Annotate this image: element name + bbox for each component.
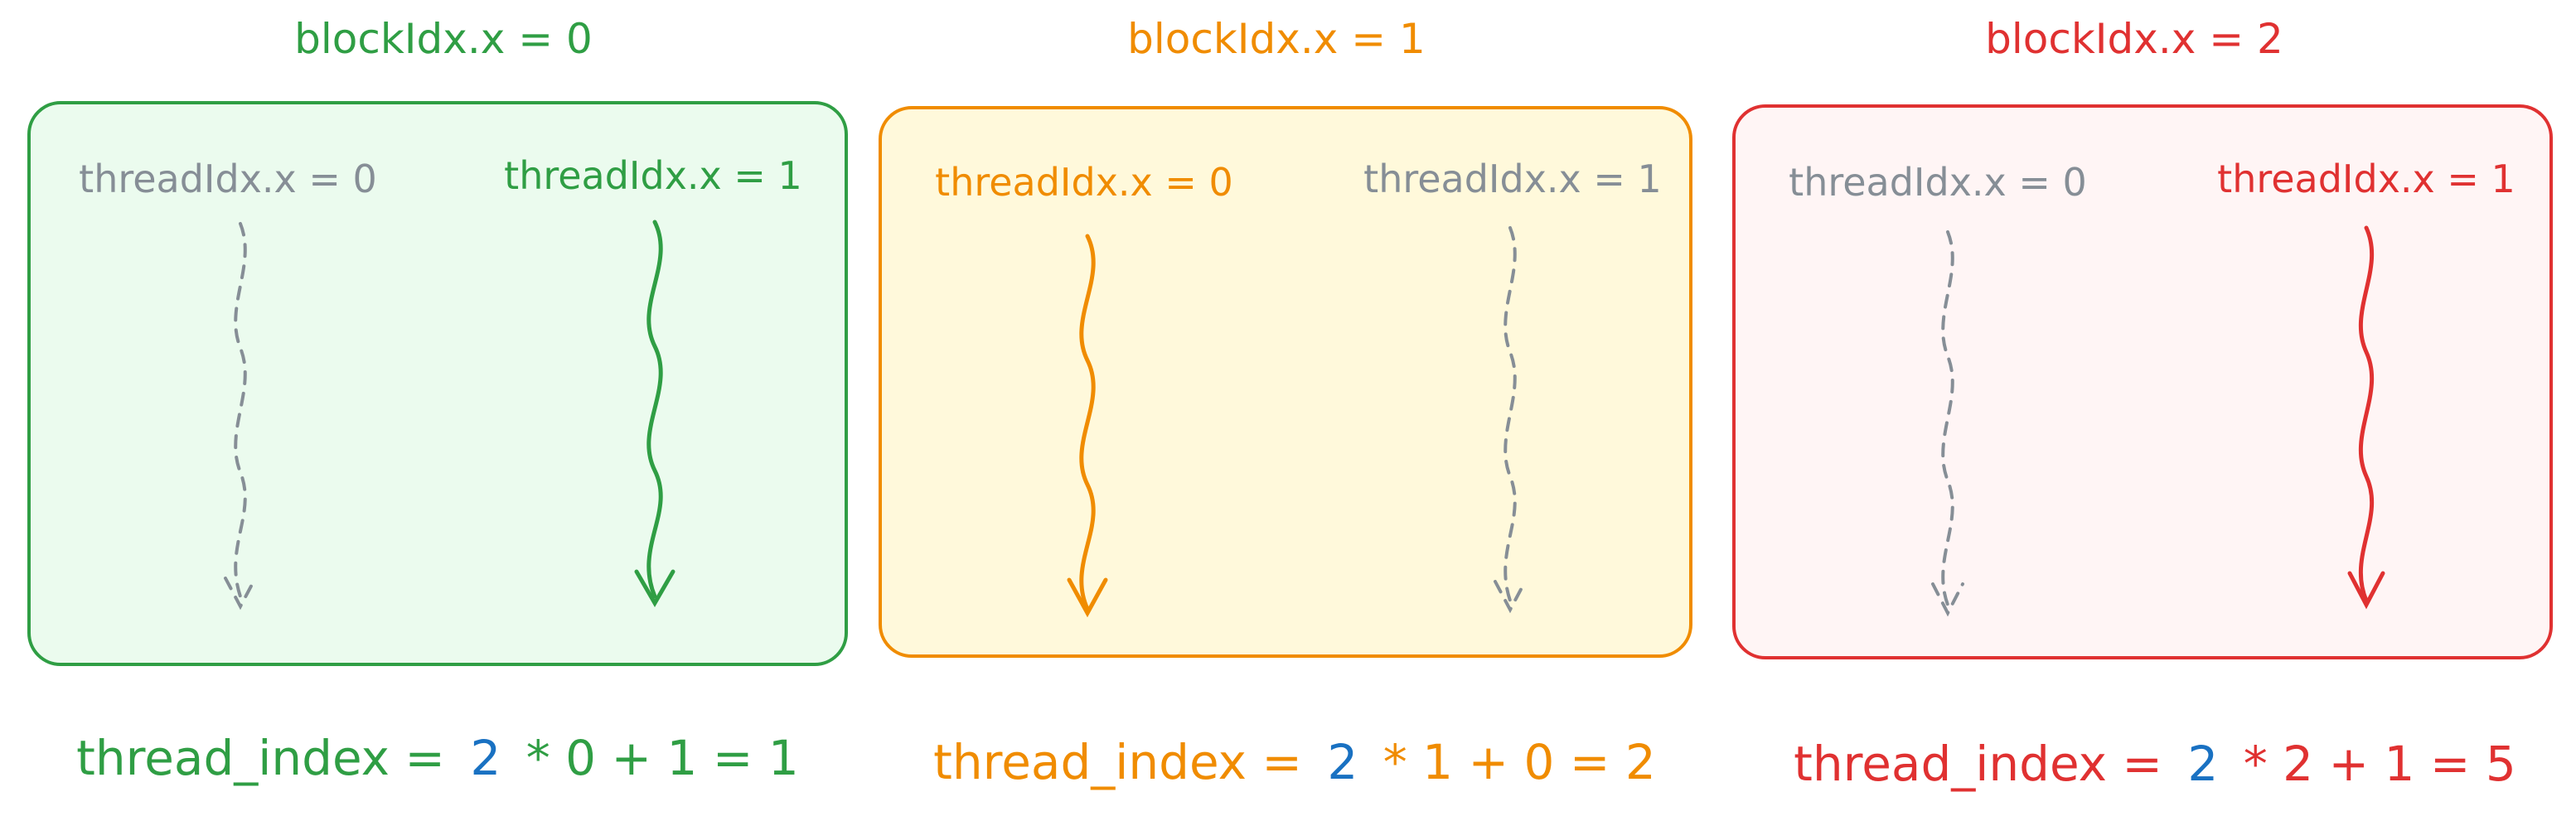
block-0-title: blockIdx.x = 0 (294, 15, 593, 63)
block-0-thread-0: threadIdx.x = 0 (79, 157, 377, 611)
block-0-formula: thread_index = 2 * 0 + 1 = 1 (76, 730, 799, 786)
block-1-thread-0-arrowhead (1067, 577, 1108, 618)
block-2-thread-1: threadIdx.x = 1 (2217, 157, 2515, 610)
block-0-thread-0-arrowhead (224, 577, 257, 611)
block-2-box (1732, 104, 2553, 659)
block-0: blockIdx.x = 0 threadIdx.x = 0 threadIdx… (27, 15, 848, 786)
block-2-thread-0: threadIdx.x = 0 (1789, 160, 2087, 617)
block-2: blockIdx.x = 2 threadIdx.x = 0 threadIdx… (1732, 15, 2553, 792)
svg-text:thread_index = 2: thread_index = 2 * 2 + 1 = 5 (1794, 736, 2516, 792)
block-1-title: blockIdx.x = 1 (1127, 15, 1426, 63)
block-2-formula: thread_index = 2 * 2 + 1 = 5 (1794, 736, 2516, 792)
block-2-thread-1-path (2358, 225, 2375, 603)
block-2-formula-lhs: thread_index = (1794, 736, 2162, 792)
block-0-thread-0-path (234, 222, 247, 598)
block-1-thread-1: threadIdx.x = 1 (1363, 157, 1662, 614)
block-2-title: blockIdx.x = 2 (1985, 15, 2283, 63)
block-1-thread-0-path (1079, 234, 1096, 611)
block-2-formula-rest: * 2 + 1 = 5 (2244, 736, 2516, 792)
block-1-thread-0: threadIdx.x = 0 (935, 160, 1233, 618)
block-0-formula-rest: * 0 + 1 = 1 (526, 730, 799, 786)
block-1-thread-1-arrowhead (1494, 580, 1527, 614)
block-2-thread-1-arrowhead (2347, 571, 2385, 610)
block-1-formula-multiplier: 2 (1327, 734, 1358, 790)
block-1-thread-1-path (1503, 226, 1517, 602)
block-1-thread-0-label: threadIdx.x = 0 (935, 160, 1233, 205)
block-2-thread-0-arrowhead (1931, 582, 1964, 617)
block-2-thread-0-path (1941, 230, 1954, 606)
block-0-formula-lhs: thread_index = (76, 730, 445, 786)
block-0-thread-1-arrowhead (634, 569, 675, 607)
svg-text:thread_index = 2: thread_index = 2 * 1 + 0 = 2 (933, 734, 1656, 790)
block-2-formula-multiplier: 2 (2187, 736, 2218, 792)
block-1: blockIdx.x = 1 threadIdx.x = 0 threadIdx… (879, 15, 1692, 790)
block-0-thread-0-label: threadIdx.x = 0 (79, 157, 377, 201)
block-1-formula-lhs: thread_index = (933, 734, 1302, 790)
block-1-formula-rest: * 1 + 0 = 2 (1383, 734, 1656, 790)
block-1-box (879, 106, 1692, 658)
block-2-thread-1-label: threadIdx.x = 1 (2217, 157, 2515, 201)
block-2-thread-0-label: threadIdx.x = 0 (1789, 160, 2087, 205)
block-0-thread-1-label: threadIdx.x = 1 (504, 153, 802, 198)
block-0-formula-multiplier: 2 (470, 730, 501, 786)
svg-text:thread_index = 2: thread_index = 2 * 0 + 1 = 1 (76, 730, 799, 786)
block-1-formula: thread_index = 2 * 1 + 0 = 2 (933, 734, 1656, 790)
block-0-thread-1-path (646, 220, 663, 599)
block-0-box (27, 101, 848, 666)
block-0-thread-1: threadIdx.x = 1 (504, 153, 802, 607)
block-1-thread-1-label: threadIdx.x = 1 (1363, 157, 1662, 201)
